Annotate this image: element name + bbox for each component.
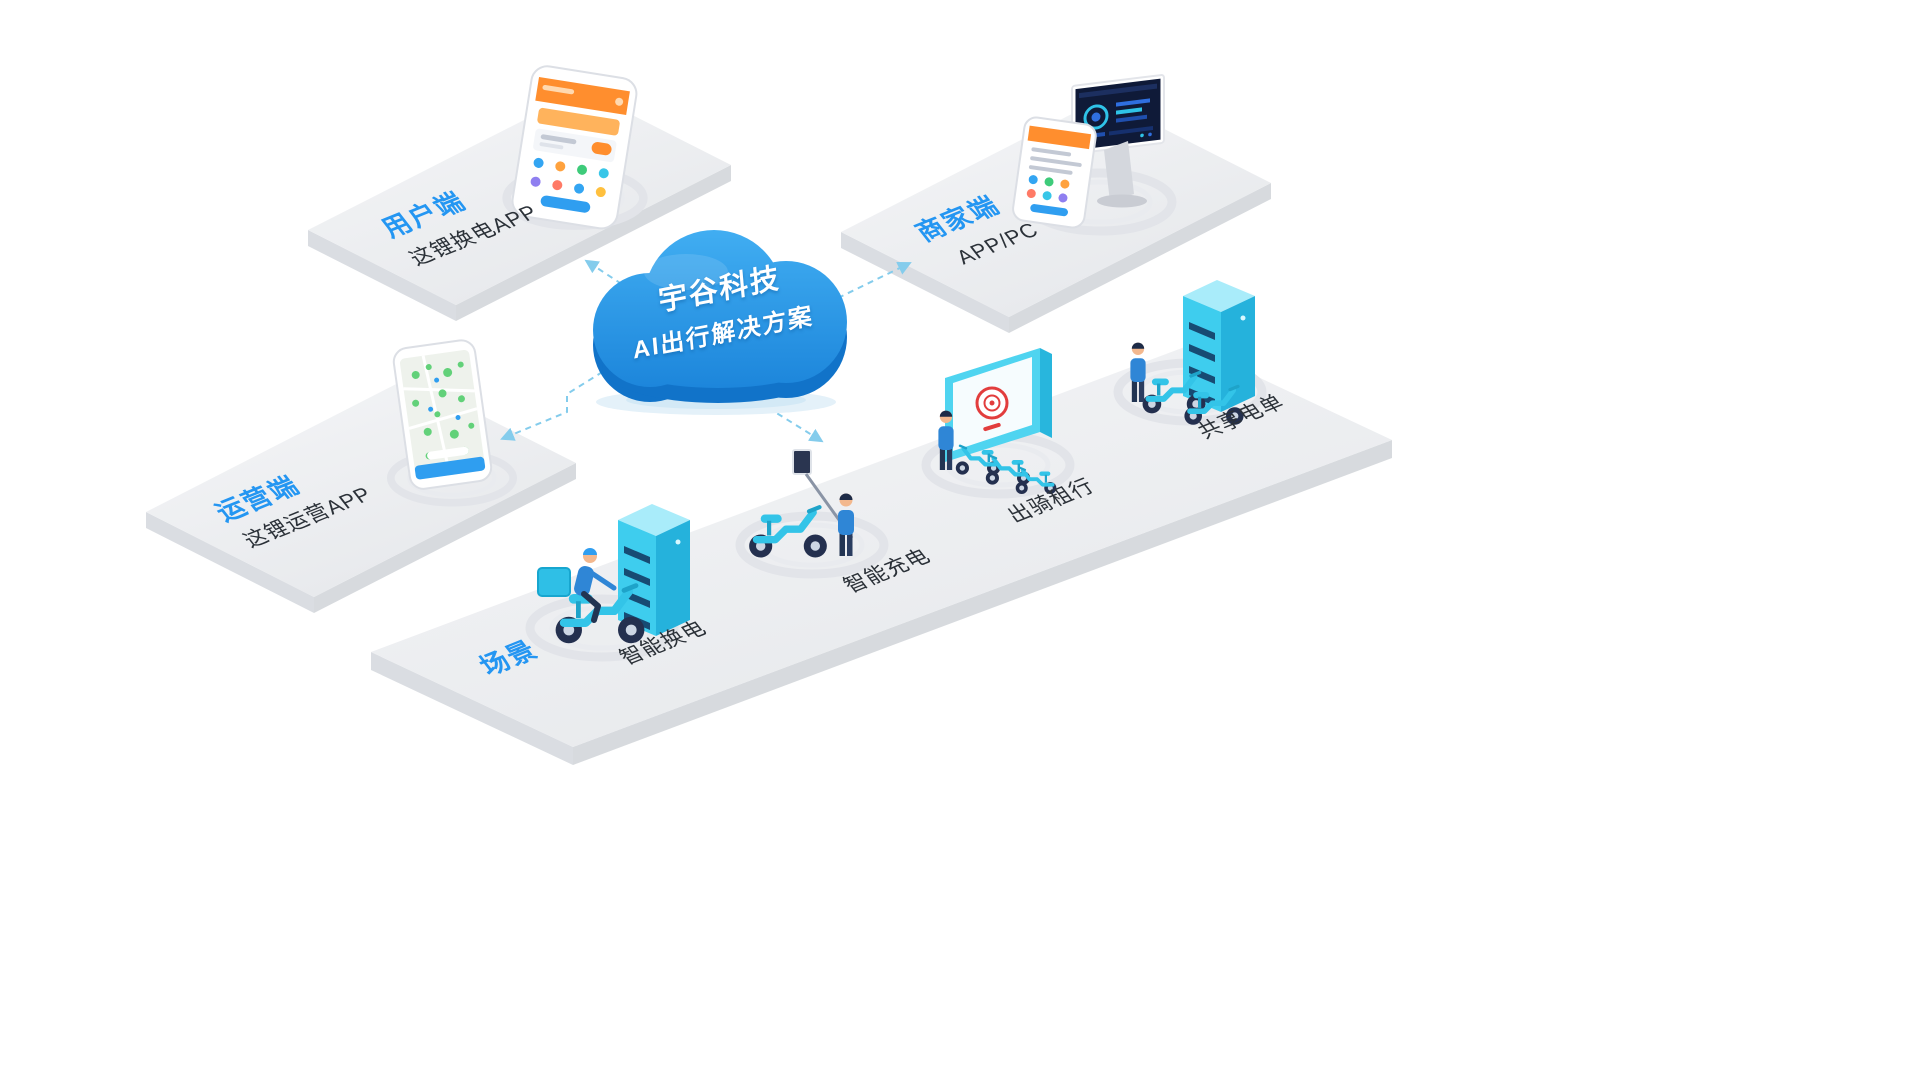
monitor-stand	[1104, 141, 1134, 202]
cloud-illustration	[593, 230, 847, 415]
map-green-markers	[411, 361, 475, 460]
merchant-devices-illustration	[1012, 74, 1165, 229]
map-blue-markers	[428, 377, 461, 420]
scene-rental-station-illustration	[938, 348, 1059, 496]
battery-cabinet-icon	[1183, 280, 1255, 412]
scene-smart-charging-illustration	[749, 449, 854, 558]
arrow-cloud-to-merchant	[837, 261, 912, 299]
merchant-monitor-icon	[1071, 74, 1165, 155]
delivery-box-icon	[537, 567, 571, 597]
app-icon-grid	[530, 157, 609, 198]
rider-icon	[574, 548, 617, 623]
cloud-top	[593, 230, 847, 388]
scene-battery-swap-illustration	[537, 504, 690, 643]
charger-box-icon	[792, 449, 812, 475]
battery-cabinet-icon	[618, 504, 690, 636]
station-red-sign-icon	[975, 386, 1009, 432]
arrow-cloud-to-operator	[500, 365, 613, 441]
operator-map-phone-illustration	[392, 339, 493, 490]
merchant-phone-icon	[1012, 116, 1097, 229]
user-app-phone-illustration	[511, 65, 638, 230]
